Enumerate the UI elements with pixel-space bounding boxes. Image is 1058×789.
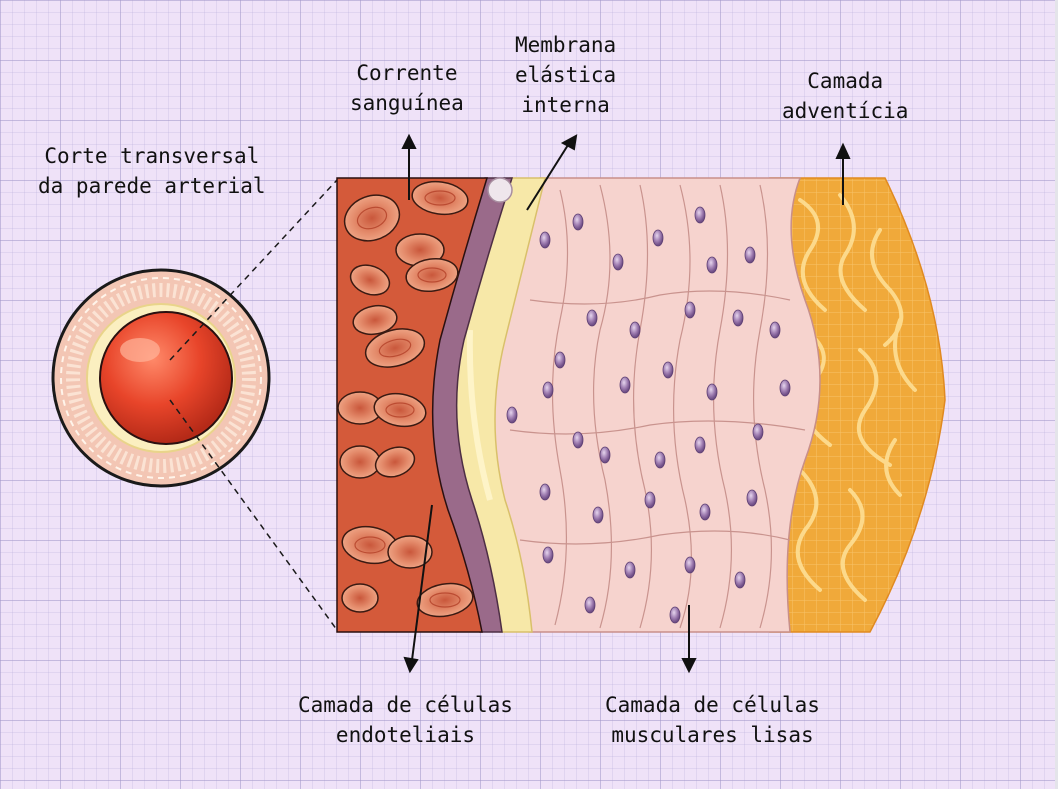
label-line: elástica — [515, 60, 616, 90]
label-line: Camada de células — [298, 690, 513, 720]
label-smooth-muscle: Camada de células musculares lisas — [605, 690, 820, 750]
label-line: endoteliais — [298, 720, 513, 750]
label-line: Corrente — [350, 58, 464, 88]
white-blood-cell — [488, 178, 512, 202]
label-line: Camada de células — [605, 690, 820, 720]
label-cross-section: Corte transversal da parede arterial — [38, 141, 266, 201]
label-adventitia: Camada adventícia — [782, 66, 908, 126]
arterial-wall-section — [337, 178, 945, 632]
label-line: musculares lisas — [605, 720, 820, 750]
label-line: da parede arterial — [38, 171, 266, 201]
label-line: sanguínea — [350, 88, 464, 118]
label-line: interna — [515, 90, 616, 120]
artery-cross-section — [53, 270, 269, 486]
label-elastic-membrane: Membrana elástica interna — [515, 30, 616, 120]
label-endothelial: Camada de células endoteliais — [298, 690, 513, 750]
label-line: Camada — [782, 66, 908, 96]
label-line: Corte transversal — [38, 141, 266, 171]
label-bloodstream: Corrente sanguínea — [350, 58, 464, 118]
label-line: Membrana — [515, 30, 616, 60]
label-line: adventícia — [782, 96, 908, 126]
